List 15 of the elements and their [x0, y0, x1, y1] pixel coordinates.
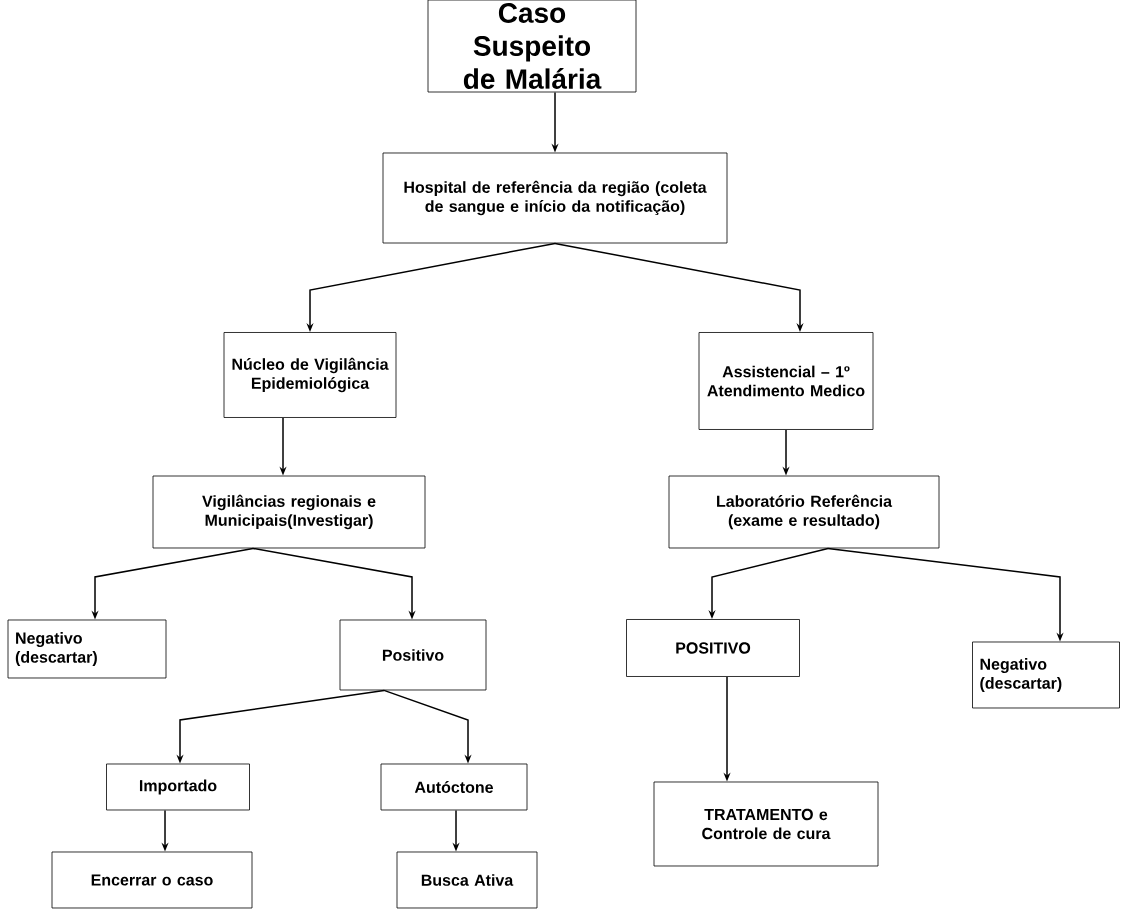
process-box: Hospital de referência da região (coleta de sangue e início da notificação) [382, 152, 728, 244]
process-box: Encerrar o caso [51, 851, 253, 909]
process-box: Laboratório Referência (exame e resultado) [668, 475, 940, 549]
process-box: Busca Ativa [396, 851, 538, 909]
process-box: Negativo (descartar) [7, 619, 167, 679]
process-box: Importado [106, 763, 250, 811]
process-box: Negativo (descartar) [972, 641, 1120, 709]
process-box: Núcleo de Vigilância Epidemiológica [223, 332, 397, 418]
process-box: Vigilâncias regionais e Municipais(Investigar) [152, 475, 426, 549]
process-box: POSITIVO [626, 619, 800, 677]
process-box: Positivo [339, 619, 487, 691]
process-box: Caso Suspeito de Malária [427, 0, 637, 93]
process-box: TRATAMENTO e Controle de cura [653, 781, 879, 867]
process-box: Assistencial – 1º Atendimento Medico [698, 332, 874, 430]
process-box: Autóctone [380, 763, 528, 811]
